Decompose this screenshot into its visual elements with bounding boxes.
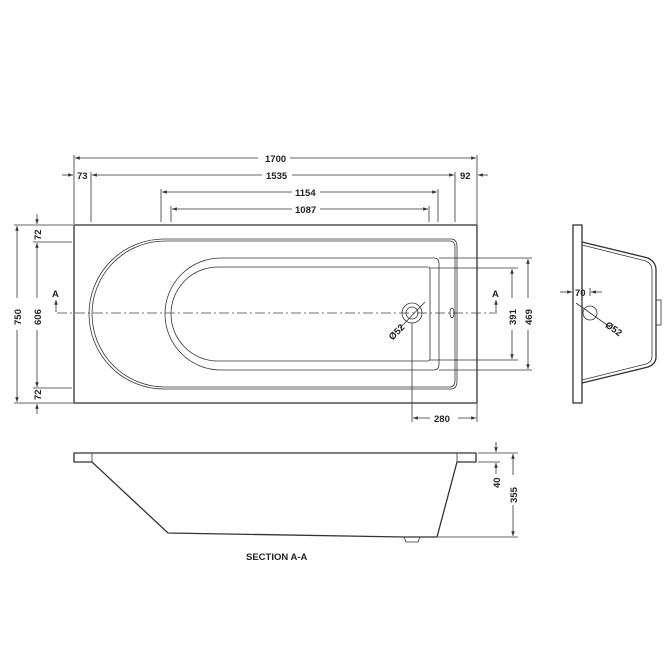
section-view: 40 355 SECTION A-A: [73, 442, 520, 563]
dim-basin-width: 469: [524, 309, 535, 325]
dim-basin-length: 1154: [295, 188, 316, 199]
dim-inner-length: 1535: [266, 171, 288, 182]
section-dim-depth: 355: [509, 486, 520, 503]
dim-bottom-rim: 72: [33, 389, 44, 400]
dim-right-offset: 92: [460, 171, 471, 182]
end-dim-offset: 70: [575, 288, 586, 299]
end-view: 70 Ø52: [560, 224, 662, 404]
end-dim-diameter: Ø52: [603, 320, 624, 339]
end-rim: [572, 224, 583, 404]
overflow: [449, 307, 455, 319]
dim-left-offset: 73: [77, 171, 88, 182]
dim-floor-length: 1087: [295, 205, 316, 216]
waste-diameter-label: Ø52: [387, 322, 407, 342]
section-label: SECTION A-A: [246, 552, 308, 563]
basin-floor: [170, 266, 431, 362]
section-waste: [403, 536, 421, 543]
dim-waste-offset: 280: [434, 414, 450, 425]
rim-inner-edge: [88, 238, 458, 390]
section-outline: [73, 452, 477, 538]
section-dim-rim: 40: [492, 477, 503, 488]
dim-floor-width: 391: [508, 308, 519, 325]
section-mark-left: A: [52, 289, 59, 300]
dim-inner-width: 606: [33, 309, 44, 325]
dim-top-rim: 72: [33, 229, 44, 240]
end-waste-hole: [582, 305, 598, 321]
dim-overall-width: 750: [13, 309, 24, 325]
bath-outline: [73, 224, 478, 404]
plan-view: A A Ø52 1700 1535 73 92 1154 1087 750 60…: [13, 154, 535, 425]
section-mark-right: A: [492, 289, 499, 300]
basin-edge: [164, 257, 440, 371]
dim-overall-length: 1700: [265, 154, 286, 165]
